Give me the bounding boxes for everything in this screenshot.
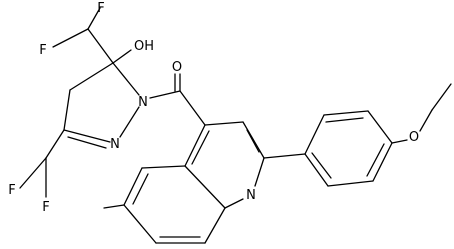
bond bbox=[69, 62, 114, 91]
bond-lines bbox=[19, 7, 452, 244]
atom-label-fluorine: F bbox=[42, 200, 49, 215]
bond bbox=[391, 139, 408, 144]
bond bbox=[367, 110, 393, 144]
bond bbox=[204, 121, 244, 126]
bond bbox=[67, 136, 107, 149]
bond bbox=[123, 204, 157, 244]
atom-label-ether-oxygen: O bbox=[409, 130, 419, 145]
atom-label-fluorine: F bbox=[39, 43, 46, 58]
atom-label-carbonyl-oxygen: O bbox=[172, 60, 182, 75]
bond bbox=[325, 117, 364, 123]
bond bbox=[19, 157, 47, 189]
bond bbox=[254, 157, 265, 187]
bond bbox=[184, 165, 226, 209]
bond bbox=[366, 143, 385, 177]
bond bbox=[311, 152, 332, 179]
bond bbox=[103, 204, 125, 209]
bond bbox=[327, 180, 374, 187]
bond bbox=[141, 165, 186, 169]
bond bbox=[149, 90, 181, 99]
atom-label-nitrogen-n2: N bbox=[110, 137, 120, 152]
atom-label-nitrogen-n1: N bbox=[138, 95, 148, 110]
bond bbox=[119, 106, 140, 138]
bond bbox=[132, 173, 149, 205]
bond bbox=[224, 198, 244, 209]
atom-label-quinoline-nitrogen: N bbox=[246, 188, 256, 203]
bond bbox=[112, 62, 140, 96]
bond bbox=[63, 129, 111, 143]
bond bbox=[112, 49, 132, 64]
bond bbox=[246, 129, 260, 153]
atom-label-fluorine: F bbox=[8, 183, 15, 198]
bond bbox=[242, 121, 265, 159]
bond bbox=[191, 130, 210, 165]
bond bbox=[431, 83, 452, 111]
bond bbox=[63, 89, 71, 131]
atom-labels: F F OH N N O F F N O bbox=[8, 1, 419, 215]
bond bbox=[87, 7, 101, 30]
bond bbox=[323, 110, 369, 116]
atom-label-hydroxyl: OH bbox=[134, 39, 154, 54]
atom-label-fluorine: F bbox=[97, 1, 104, 16]
bond bbox=[52, 28, 89, 48]
bond bbox=[263, 153, 306, 159]
bond bbox=[419, 109, 433, 132]
bond bbox=[179, 90, 206, 126]
bond bbox=[372, 142, 393, 182]
bond bbox=[123, 167, 143, 206]
bond bbox=[87, 28, 114, 64]
bond bbox=[45, 129, 65, 159]
bond bbox=[304, 114, 325, 155]
bond bbox=[184, 124, 206, 167]
bond bbox=[304, 153, 329, 187]
bond bbox=[204, 207, 226, 244]
